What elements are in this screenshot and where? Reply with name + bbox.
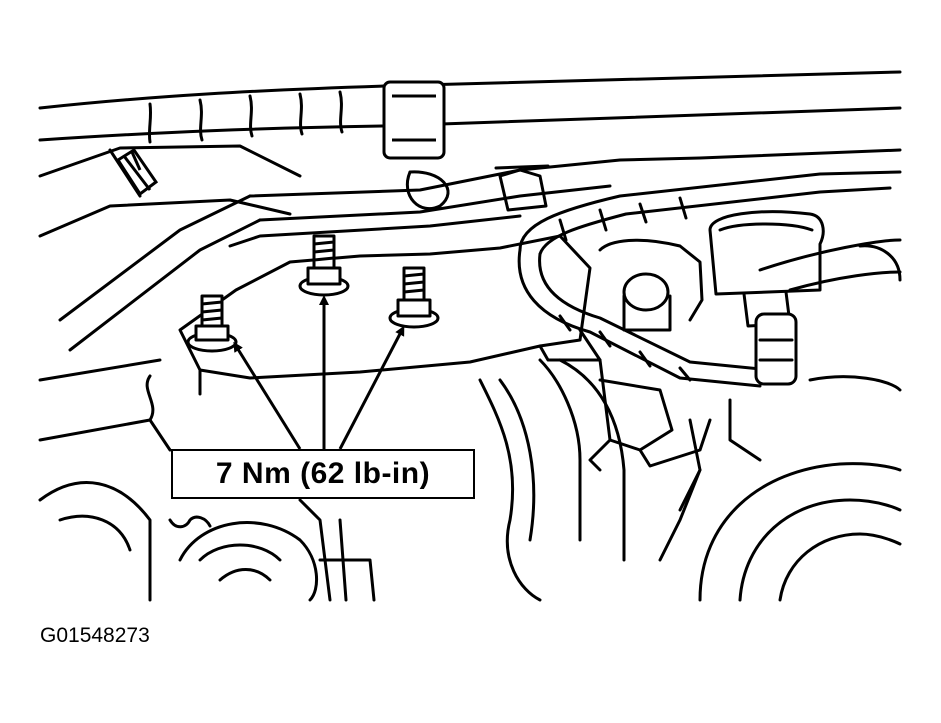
center-cylinder [538, 358, 626, 562]
right-pulley [698, 238, 902, 602]
bracket-bolt [115, 147, 159, 197]
bolt-left [186, 294, 238, 353]
arrow-to-right-bolt [338, 325, 405, 450]
bolt-center [298, 234, 350, 297]
upper-manifold [228, 148, 902, 248]
figure-id: G01548273 [40, 624, 150, 647]
callout-leaders [233, 295, 405, 450]
arrow-to-left-bolt [233, 341, 302, 450]
bolt-right [388, 266, 440, 329]
top-hose [38, 70, 902, 144]
wire-harness [517, 170, 902, 388]
pressure-sensor [578, 238, 712, 562]
torque-label: 7 Nm (62 lb-in) [215, 457, 431, 490]
torque-callout-box: 7 Nm (62 lb-in) [171, 449, 475, 499]
left-bracket [38, 144, 302, 352]
lower-engine-block [38, 358, 542, 602]
sensor-connector [708, 210, 825, 386]
hose-clamp [382, 80, 446, 160]
